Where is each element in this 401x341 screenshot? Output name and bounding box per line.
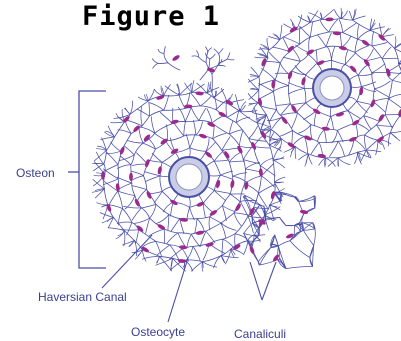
- osteocyte-cell-34: [179, 245, 188, 249]
- osteocyte-cell-17: [129, 173, 133, 181]
- osteocyte-cell-77: [397, 108, 401, 117]
- osteocyte-cell-51: [301, 77, 307, 86]
- osteocyte-cell-38: [195, 91, 204, 96]
- osteocyte-cell-57: [287, 71, 293, 80]
- osteocyte-cell-20: [207, 121, 216, 128]
- osteocyte-cell-55: [321, 126, 330, 131]
- osteocyte-cell-53: [349, 65, 358, 74]
- osteon-label: Osteon: [16, 166, 55, 180]
- osteocyte-cell-14: [230, 180, 235, 189]
- osteocyte-cell-46: [106, 203, 113, 212]
- osteocyte-cell-87: [171, 54, 180, 62]
- osteocyte-cell-10: [144, 159, 150, 168]
- osteon-top-branches: [152, 47, 234, 93]
- osteocyte-cell-50: [312, 108, 321, 116]
- osteocyte-cell-52: [316, 59, 325, 66]
- osteocyte-cell-35: [136, 224, 145, 233]
- osteocyte-cell-84: [300, 209, 309, 214]
- osteocyte-cell-24: [195, 230, 204, 235]
- osteocyte-cell-25: [115, 183, 120, 192]
- haversian-canal-right: [313, 69, 351, 107]
- osteocyte-cell-65: [286, 45, 295, 54]
- canaliculi-pointer-b: [262, 262, 276, 300]
- canaliculi-pointer-a: [250, 262, 262, 300]
- haversian-canal-label: Haversian Canal: [38, 290, 127, 304]
- osteocyte-label: Osteocyte: [131, 325, 185, 339]
- osteocyte-cell-12: [198, 133, 207, 139]
- osteocyte-cell-71: [257, 97, 262, 106]
- osteocyte-cell-74: [325, 17, 334, 21]
- haversian-canal-main: [169, 157, 209, 197]
- osteocyte-cell-9: [146, 190, 153, 199]
- osteon-bracket: [68, 91, 106, 268]
- osteocyte-cell-4: [157, 166, 163, 175]
- osteon-bottom-network: [243, 192, 315, 269]
